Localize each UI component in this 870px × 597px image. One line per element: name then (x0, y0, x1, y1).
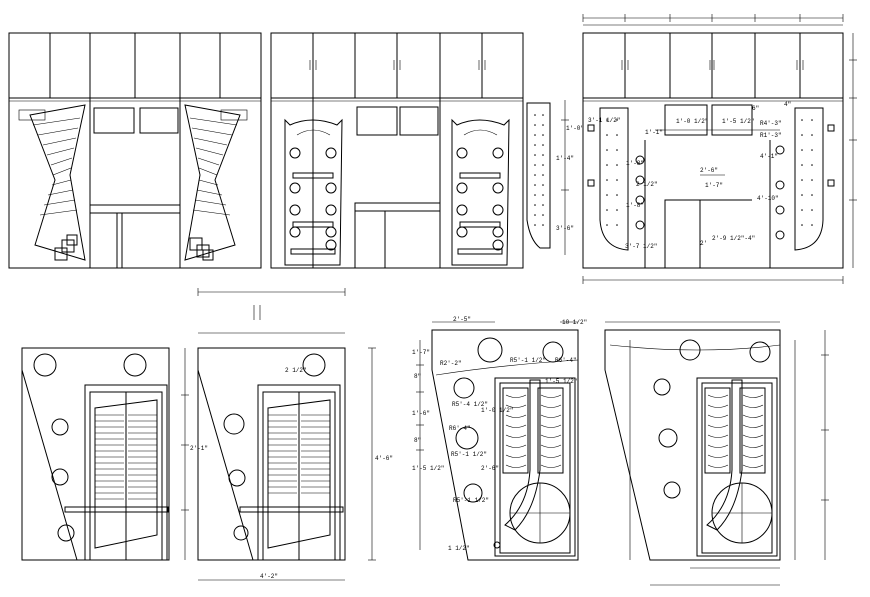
dim-label: R4'-3" (760, 120, 782, 127)
dim-label: 2'-6" (700, 167, 718, 174)
dim-label: 3'-6" (556, 225, 574, 232)
dim-label: R1'-3" (760, 132, 782, 139)
dim-label: 1'-8" (626, 202, 644, 209)
dim-label: 8" (414, 437, 421, 444)
dim-label: 4'-6" (375, 455, 393, 462)
dim-label: 3'-7 1/2" (625, 243, 657, 250)
radius-label: R5'-4 1/2" (452, 401, 488, 408)
dim-label: 1'-5 1/2" (722, 118, 754, 125)
dim-label: 1'-5 1/2" (545, 378, 577, 385)
door-elevation-4 (604, 321, 829, 586)
radius-label: R2'-2" (440, 360, 462, 367)
dim-label: 10 1/2" (562, 319, 587, 326)
dim-label: 8" (414, 373, 421, 380)
dim-label: 2'-5" (453, 316, 471, 323)
dim-label: 4'-1" (760, 153, 778, 160)
side-profile-section: 1'-0" 1'-4" 3'-6" (526, 100, 584, 255)
dim-label: 1'-5 1/2" (412, 465, 444, 472)
dim-label: 4'-2" (260, 573, 278, 580)
radius-label: R5'-1 1/2" (451, 451, 487, 458)
dim-label: 2'-6" (481, 465, 499, 472)
dim-label: 4'-10" (757, 195, 779, 202)
dim-label: 1'-0 1/2" (676, 118, 708, 125)
dim-label: 1'-1" (645, 129, 663, 136)
dim-label: 1 1/2" (448, 545, 470, 552)
dim-label: 2 1/2" (285, 367, 307, 374)
dim-label: 1'-7" (705, 182, 723, 189)
door-elevation-1 (21, 347, 170, 561)
dim-label: 4" (784, 101, 791, 108)
dim-label: 2' (700, 240, 707, 247)
elevation-wardrobe-3-dimensioned: 1'-0 1/2" 1'-5 1/2" R4'-3" R1'-3" 6" 4" … (582, 14, 857, 284)
elevation-wardrobe-1 (8, 32, 262, 269)
door-elevation-3-radius: 2'-5" 10 1/2" 1'-7" 8" 1'-6" 8" 1'-5 1/2… (412, 316, 587, 561)
dim-label: 2'-9 1/2"-4" (712, 235, 755, 242)
dim-label: 1'-7" (412, 349, 430, 356)
dim-label: 2'-1" (190, 445, 208, 452)
radius-label: R5'-1 1/2" (453, 497, 489, 504)
radius-label: R6'-4" (449, 425, 471, 432)
dim-label: 1'-4" (556, 155, 574, 162)
dim-label: 1'-8" (626, 160, 644, 167)
dim-label: 1'-0" (566, 125, 584, 132)
door-elevation-2-dimensioned: 4'-6" 2'-1" 4'-2" 2 1/2" (181, 288, 393, 581)
dim-label: 2 1/2" (636, 181, 658, 188)
dim-label: 1'-6" (412, 410, 430, 417)
dim-label: 1'-0 1/2" (481, 407, 513, 414)
dim-label: 3'-1 1/2" (588, 117, 620, 124)
dim-label: 6" (752, 105, 759, 112)
elevation-wardrobe-2 (270, 32, 524, 269)
radius-label: R5'-1 1/2" (510, 357, 546, 364)
radius-label: R6'-4" (555, 357, 577, 364)
